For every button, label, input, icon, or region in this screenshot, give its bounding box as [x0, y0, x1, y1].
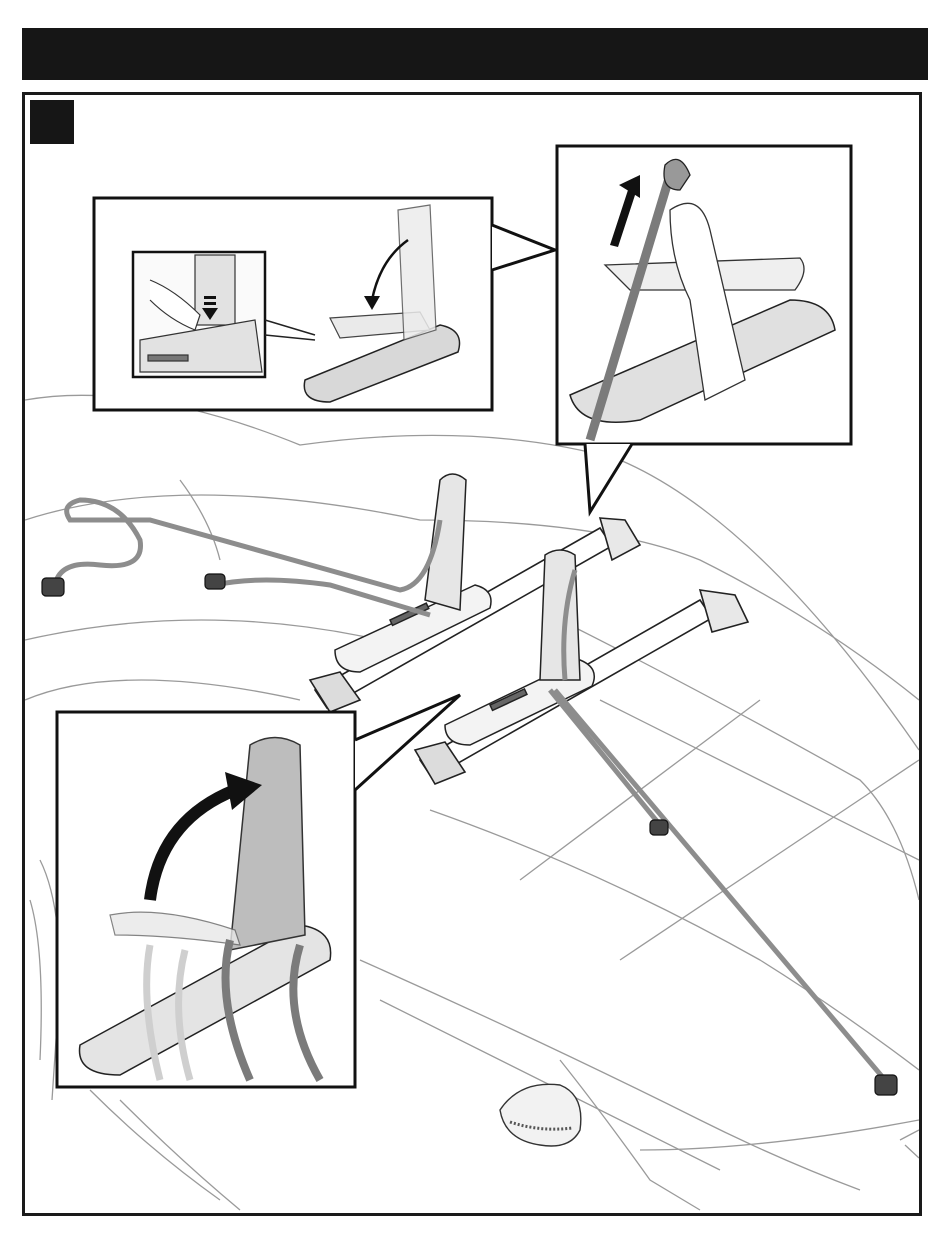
callout-pull-strap	[557, 146, 851, 512]
callout-release-button	[94, 198, 555, 410]
callout-fold-up-saddle	[57, 695, 460, 1087]
side-mirror	[500, 1084, 581, 1146]
front-carrier	[335, 474, 491, 672]
